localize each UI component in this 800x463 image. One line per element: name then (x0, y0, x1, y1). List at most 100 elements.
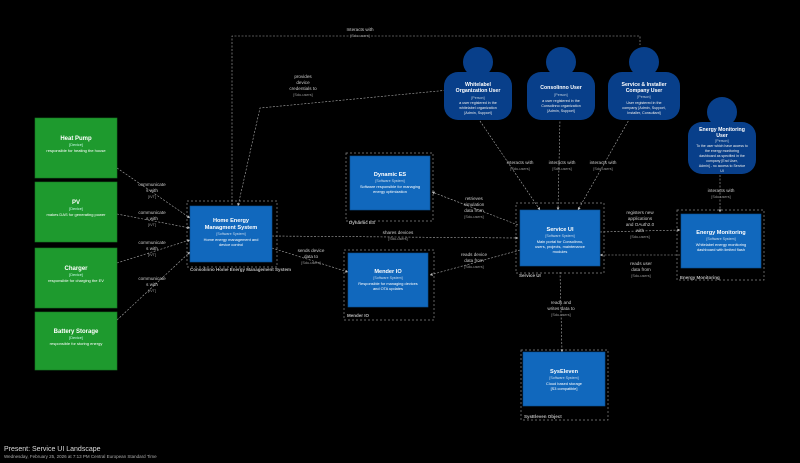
line-consolinno (556, 117, 561, 211)
device-tag: [Device] (69, 143, 83, 147)
line-whitelabel (477, 117, 541, 211)
system-name: Energy Monitoring (696, 230, 746, 236)
line-credentials (237, 87, 471, 207)
energy-monitoring-boundary: Energy Monitoring (676, 209, 765, 281)
system-energy-monitoring[interactable]: Energy Monitoring [Software System] Whit… (680, 213, 762, 269)
system-desc: Main portal for Consolinno,users, projec… (535, 239, 585, 254)
rel-top-label: Interacts with[Sdu-users] (346, 27, 374, 38)
line-shares-devices (271, 235, 519, 240)
system-tag: [Software System] (375, 179, 404, 183)
person-head-icon (707, 97, 737, 127)
device-desc: responsible for heating the house (46, 148, 106, 153)
line-register (599, 228, 681, 233)
device-desc: makes DAS for generating power (47, 212, 107, 217)
system-tag: [Software System] (706, 237, 735, 241)
line-mender-sui (429, 249, 521, 276)
rel-installer-label: interacts with[Sdu-users] (590, 160, 617, 171)
person-tag: [Person] (637, 95, 650, 99)
diagram-footer: Present: Service UI Landscape Wednesday,… (4, 446, 157, 459)
system-dynamic-es[interactable]: Dynamic ES [Software System] Software re… (349, 155, 431, 211)
dynamic-es-boundary-label: Dynamic ES (349, 220, 375, 225)
line-charger (116, 239, 191, 264)
system-syseleven[interactable]: SysEleven [Software System] Cloud based … (522, 351, 606, 407)
rel-consolinno-label: interacts with[Sdu-users] (549, 160, 576, 171)
person-head-icon (546, 47, 576, 77)
service-ui-boundary-label: Service UI (519, 273, 541, 278)
energy-monitoring-boundary-label: Energy Monitoring (680, 275, 720, 280)
person-tag: [Person] (471, 96, 484, 100)
system-name: Dynamic ES (374, 172, 407, 178)
system-tag: [Software System] (545, 234, 574, 238)
relation-lines (116, 35, 722, 353)
mender-boundary-label: Mender IO (347, 313, 370, 318)
rel-whitelabel-label: interacts with[Sdu-users] (507, 160, 534, 171)
device-charger[interactable]: Charger [Device] responsible for chargin… (34, 247, 118, 309)
line-syseleven (559, 271, 564, 353)
device-desc: responsible for storing energy (50, 341, 103, 346)
hems-boundary-label: Consolinno Home Energy Management System (190, 267, 291, 272)
device-name: Heat Pump (60, 136, 92, 142)
mender-boundary: Mender IO (343, 249, 435, 321)
line-heat-pump (116, 167, 191, 219)
line-dynamic-es (431, 191, 519, 226)
system-tag: [Software System] (549, 376, 578, 380)
device-name: Battery Storage (54, 329, 99, 335)
device-pv[interactable]: PV [Device] makes DAS for generating pow… (34, 181, 118, 243)
dynamic-es-boundary: Dynamic ES (345, 152, 434, 225)
diagram-title: Present: Service UI Landscape (4, 446, 101, 453)
devices: Heat Pump [Device] responsible for heati… (34, 117, 118, 371)
device-tag: [Device] (69, 207, 83, 211)
person-consolinno-user[interactable]: Consolinno User [Person] a user register… (527, 47, 595, 120)
device-heat-pump[interactable]: Heat Pump [Device] responsible for heati… (34, 117, 118, 179)
system-name: Service UI (546, 227, 573, 233)
person-name: Consolinno User (540, 85, 582, 91)
device-name: PV (72, 200, 80, 206)
device-tag: [Device] (69, 336, 83, 340)
person-tag: [Person] (715, 139, 728, 143)
system-desc: Cloud based storage[S3 compatible] (546, 381, 582, 391)
person-head-icon (463, 47, 493, 77)
system-mender-io[interactable]: Mender IO [Software System] Responsible … (347, 252, 429, 308)
system-tag: [Software System] (216, 232, 245, 236)
system-tag: [Software System] (373, 276, 402, 280)
syseleven-boundary: SysEleven Object (520, 349, 609, 421)
system-service-ui[interactable]: Service UI [Software System] Main portal… (519, 209, 601, 267)
rel-devices-label: shares devices[Sdu-users] (383, 230, 414, 241)
device-name: Charger (64, 266, 88, 272)
device-tag: [Device] (69, 273, 83, 277)
device-desc: responsible for charging the EV (48, 278, 104, 283)
diagram-date: Wednesday, February 25, 2026 at 7:13 PM … (4, 454, 157, 459)
device-battery-storage[interactable]: Battery Storage [Device] responsible for… (34, 311, 118, 371)
line-installer (577, 117, 631, 211)
